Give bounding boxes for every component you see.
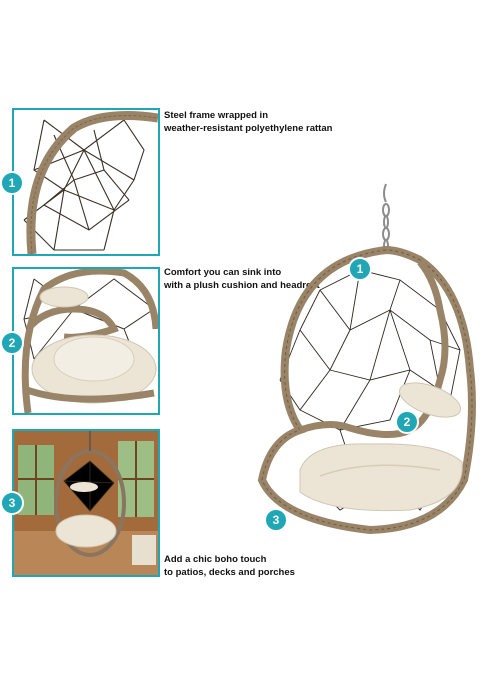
main-badge-2: 2 xyxy=(395,410,419,434)
feature-3-badge: 3 xyxy=(0,491,24,515)
hanging-chain-icon xyxy=(382,183,390,253)
frame-closeup-panel xyxy=(12,108,160,256)
feature-2-line2: with a plush cushion and headrest xyxy=(164,280,320,291)
cushion-closeup-panel xyxy=(12,267,160,415)
feature-2-badge: 2 xyxy=(0,331,24,355)
porch-scene-image xyxy=(14,431,158,575)
feature-1-line1: Steel frame wrapped in xyxy=(164,110,269,121)
feature-1-caption: Steel frame wrapped in weather-resistant… xyxy=(164,109,384,135)
feature-3-line1: Add a chic boho touch xyxy=(164,554,267,565)
main-badge-3: 3 xyxy=(264,508,288,532)
feature-2-line1: Comfort you can sink into xyxy=(164,267,282,278)
cushion-image xyxy=(14,269,158,413)
rattan-weave-image xyxy=(14,110,158,254)
feature-3-line2: to patios, decks and porches xyxy=(164,567,295,578)
feature-3-caption: Add a chic boho touch to patios, decks a… xyxy=(164,553,364,579)
feature-1-badge: 1 xyxy=(0,171,24,195)
feature-2-caption: Comfort you can sink into with a plush c… xyxy=(164,266,364,292)
main-badge-1: 1 xyxy=(348,257,372,281)
porch-scene-panel xyxy=(12,429,160,577)
egg-chair-product-image xyxy=(240,180,484,560)
feature-1-line2: weather-resistant polyethylene rattan xyxy=(164,123,333,134)
